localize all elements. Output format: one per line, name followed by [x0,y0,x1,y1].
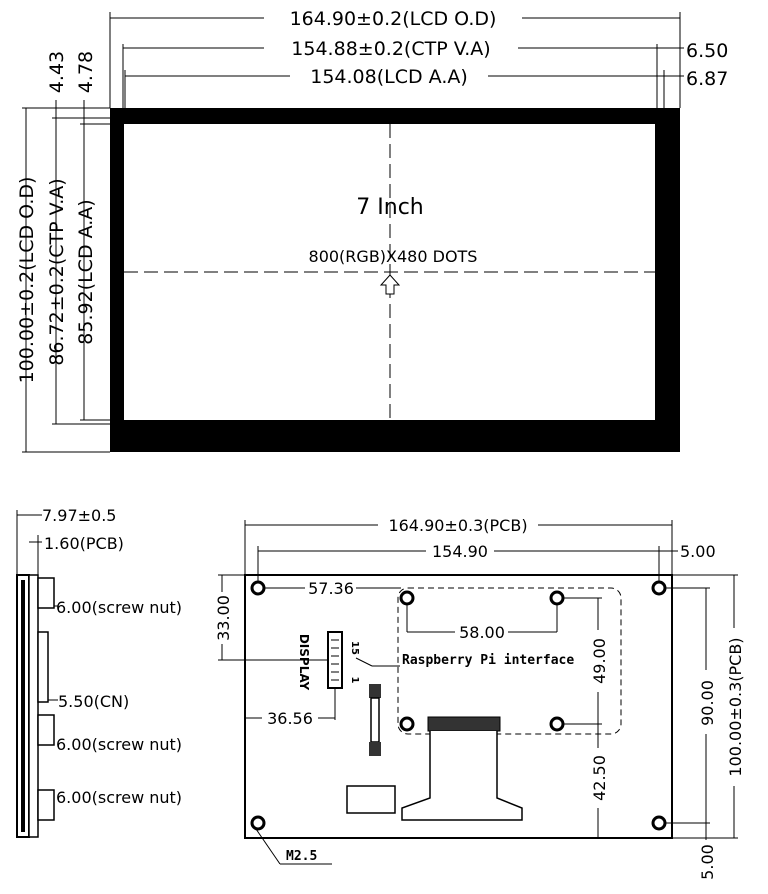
pi-interface-outline [397,587,622,735]
right-offset-ctp-label: 6.50 [686,40,728,62]
screw-nut-2-shape [37,714,55,746]
screw-nut-3-shape [37,789,55,821]
side-pcb [28,574,39,838]
ribbon-cable [401,731,523,821]
jumper-top [369,684,381,698]
lcd-od-width-label: 164.90±0.2(LCD O.D) [290,8,497,30]
pin-15-label: 15 [349,641,360,655]
ctp-va-height-label: 86.72±0.2(CTP V.A) [46,178,68,365]
screw-nut-2-label: 6.00(screw nut) [56,735,182,754]
screw-label: M2.5 [286,849,317,864]
jumper-bottom [369,742,381,756]
chip [346,785,396,814]
bottom-margin-label: 5.00 [698,844,717,880]
resolution-label: 800(RGB)X480 DOTS [309,247,478,266]
ctp-va-width-label: 154.88±0.2(CTP V.A) [291,38,490,60]
side-glass [21,580,25,832]
pcb-thickness-label: 1.60(PCB) [44,534,124,553]
leader-line [255,828,281,865]
screw-nut-1-shape [37,577,55,609]
display-connector-label: DISPLAY [297,634,311,691]
hole-span-height-label: 90.00 [698,680,717,726]
pcb-height-label: 100.00±0.3(PCB) [726,637,745,776]
pi-hole [549,590,565,606]
right-offset-aa-label: 6.87 [686,68,728,90]
lcd-od-height-label: 100.00±0.2(LCD O.D) [16,177,38,384]
mount-hole [651,815,667,831]
pi-hole [399,590,415,606]
pi-hole [549,716,565,732]
pin-1-label: 1 [349,677,360,684]
top-view: 7 Inch 800(RGB)X480 DOTS 164.90±0.2(LCD … [16,8,728,453]
left-to-display-conn-label: 33.00 [214,595,233,641]
hole-to-pi-left-label: 57.36 [308,579,354,598]
mount-hole [250,815,266,831]
pi-interface-label: Raspberry Pi interface [402,653,574,668]
right-margin-label: 5.00 [680,542,716,561]
pi-hole-spacing-y-label: 49.00 [590,638,609,684]
back-view: DISPLAY 15 1 Raspberry Pi interface 164.… [214,516,745,880]
mount-hole [250,580,266,596]
screw-nut-3-label: 6.00(screw nut) [56,788,182,807]
gpio-header [427,716,501,732]
hole-span-width-label: 154.90 [432,542,488,561]
pcb-width-label: 164.90±0.3(PCB) [388,516,527,535]
jumper-body [370,697,380,743]
center-arrow [379,274,401,295]
screw-nut-1-label: 6.00(screw nut) [56,598,182,617]
side-view: 7.97±0.5 1.60(PCB) 6.00(screw nut) 5.50(… [16,506,182,838]
left-to-conn-bottom-label: 36.56 [267,709,313,728]
connector-shape [37,631,49,703]
pi-hole-spacing-x-label: 58.00 [459,623,505,642]
lcd-aa-width-label: 154.08(LCD A.A) [310,66,468,88]
size-label: 7 Inch [356,195,423,220]
top-offset-1-label: 4.43 [46,51,68,93]
lcd-aa-height-label: 85.92(LCD A.A) [75,199,97,344]
pi-hole [399,716,415,732]
top-offset-2-label: 4.78 [75,51,97,93]
pi-to-bottom-label: 42.50 [590,755,609,801]
pointer-line [355,657,373,667]
connector-label: 5.50(CN) [58,692,129,711]
total-thickness-label: 7.97±0.5 [42,506,116,525]
mount-hole [651,580,667,596]
